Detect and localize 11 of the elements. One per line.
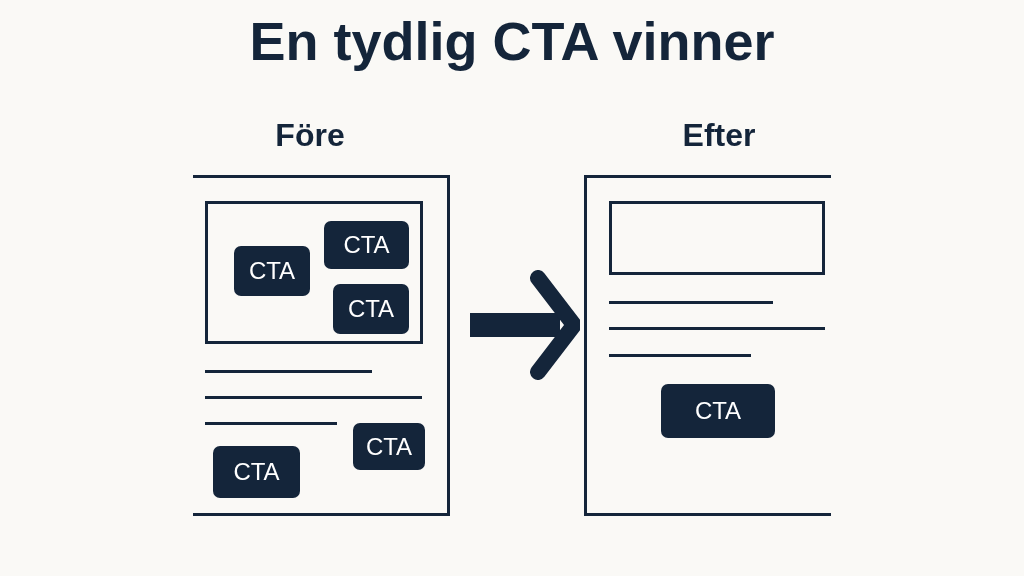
arrow <box>470 270 582 380</box>
cta-button: CTA <box>661 384 775 438</box>
page-heading: Efter <box>681 119 757 151</box>
cta-button: CTA <box>213 446 300 498</box>
content-box <box>205 201 423 344</box>
cta-button: CTA <box>333 284 409 334</box>
cta-button: CTA <box>324 221 409 269</box>
content-box <box>609 201 825 275</box>
page-heading: Före <box>274 119 346 151</box>
cta-button: CTA <box>353 423 425 470</box>
cta-button: CTA <box>234 246 310 296</box>
